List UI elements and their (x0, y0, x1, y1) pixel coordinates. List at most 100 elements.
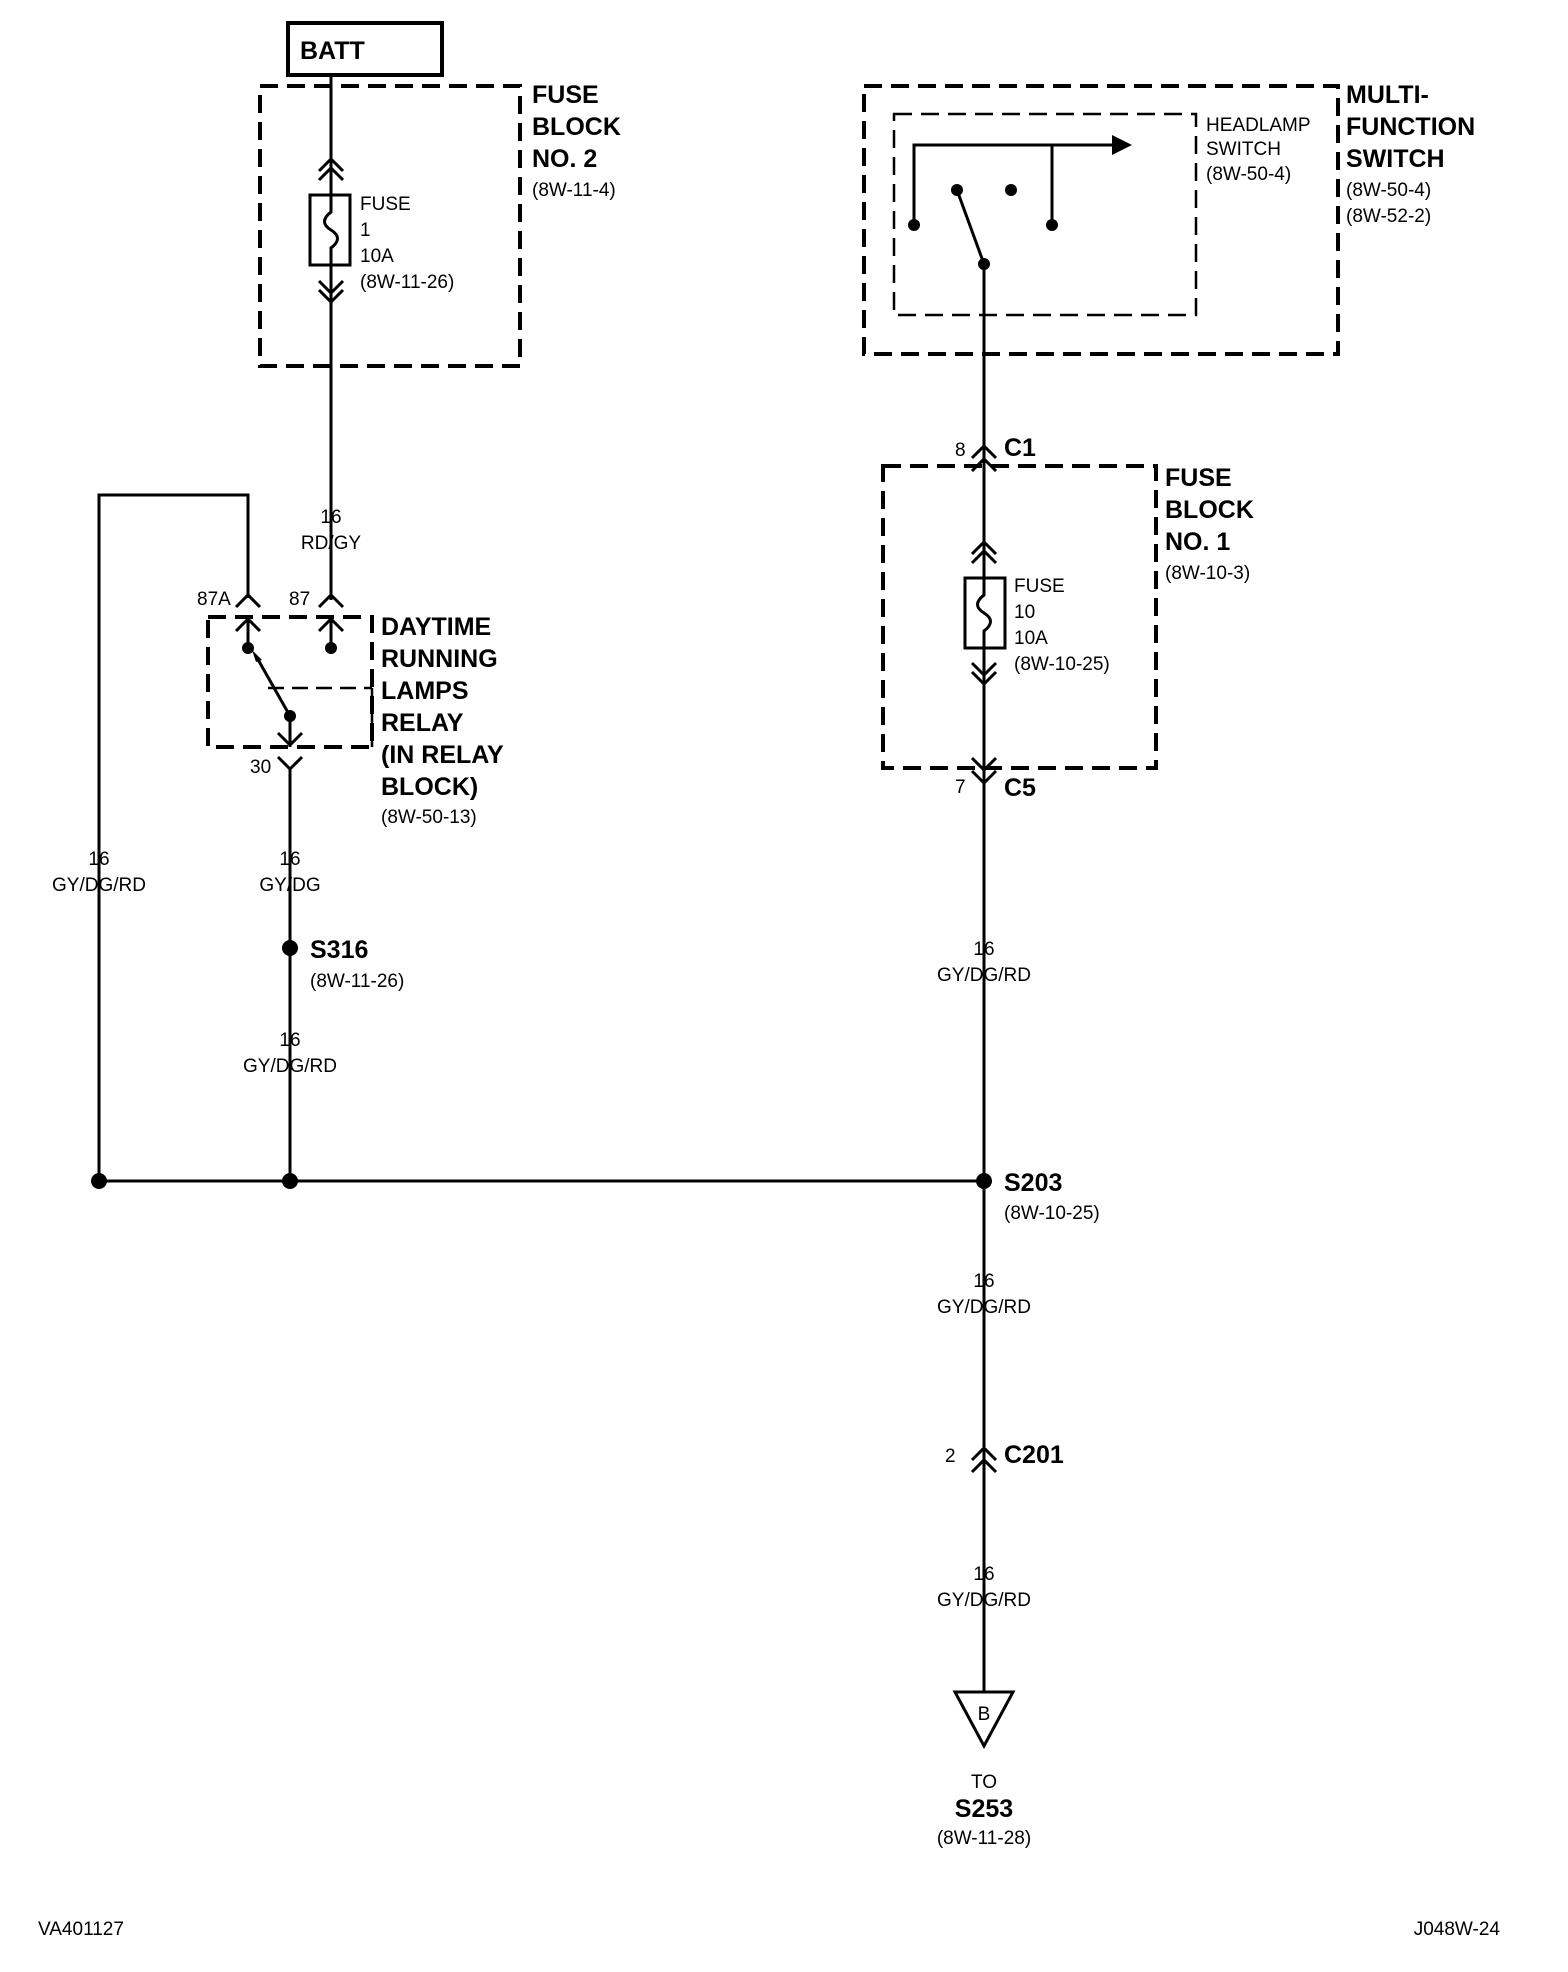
fuse-10-label: FUSE 10 10A (8W-10-25) (1014, 576, 1110, 675)
destination-label: TO S253 (8W-11-28) (937, 1772, 1031, 1849)
svg-text:C5: C5 (1004, 774, 1036, 802)
relay-pin-87a: 87A (197, 589, 231, 610)
svg-text:(8W-10-3): (8W-10-3) (1165, 563, 1250, 584)
svg-text:10A: 10A (360, 246, 394, 267)
connector-arrow-icon (317, 592, 345, 609)
connector-arrow-icon (234, 616, 262, 633)
svg-text:(8W-11-26): (8W-11-26) (360, 272, 454, 293)
svg-text:1: 1 (360, 220, 371, 241)
destination-marker: B (978, 1704, 991, 1725)
svg-text:(8W-11-4): (8W-11-4) (532, 180, 616, 201)
svg-text:RD/GY: RD/GY (301, 533, 362, 554)
svg-text:HEADLAMP: HEADLAMP (1206, 115, 1311, 136)
connector-arrow-icon (317, 279, 345, 296)
footer-left-code: VA401127 (38, 1919, 124, 1940)
svg-text:DAYTIME: DAYTIME (381, 613, 491, 641)
s203-label: S203 (8W-10-25) (1004, 1169, 1100, 1224)
headlamp-switch-label: HEADLAMP SWITCH (8W-50-4) (1206, 115, 1311, 185)
wire-s316-below-label: 16 GY/DG/RD (243, 1030, 337, 1077)
connector-arrow-icon (317, 156, 345, 173)
multi-function-switch-label: MULTI- FUNCTION SWITCH (8W-50-4) (8W-52-… (1346, 81, 1475, 227)
fuse-1-label: FUSE 1 10A (8W-11-26) (360, 194, 454, 293)
arrow-right-icon (1112, 135, 1132, 155)
wire-rd-gy-label: 16 RD/GY (301, 507, 362, 554)
svg-text:FUNCTION: FUNCTION (1346, 113, 1475, 141)
splice-s316-icon (282, 940, 298, 956)
connector-arrow-icon (276, 755, 304, 772)
splice-dot-icon (91, 1173, 107, 1189)
c201-label: 2 C201 (945, 1441, 1064, 1469)
connector-arrow-icon (970, 769, 998, 786)
svg-text:GY/DG/RD: GY/DG/RD (937, 1590, 1031, 1611)
fuse-block-2-label: FUSE BLOCK NO. 2 (8W-11-4) (532, 81, 621, 201)
svg-text:LAMPS: LAMPS (381, 677, 469, 705)
svg-text:FUSE: FUSE (1165, 464, 1232, 492)
svg-text:GY/DG/RD: GY/DG/RD (243, 1056, 337, 1077)
relay-contact-87a (242, 642, 254, 654)
svg-text:GY/DG/RD: GY/DG/RD (937, 1297, 1031, 1318)
svg-text:GY/DG: GY/DG (259, 875, 320, 896)
switch-contact (1046, 219, 1058, 231)
splice-dot-icon (282, 1173, 298, 1189)
off-page-connector-triangle-icon (952, 1690, 1016, 1750)
wire-left-label: 16 GY/DG/RD (52, 849, 146, 896)
svg-text:16: 16 (88, 849, 109, 870)
relay-switch-arm (254, 655, 292, 717)
batt-label: BATT (300, 37, 365, 65)
connector-arrow-icon (970, 1445, 998, 1462)
relay-contact-87 (325, 642, 337, 654)
switch-contact (908, 219, 920, 231)
fuse-block-1-outline (881, 464, 1158, 770)
svg-text:(8W-11-26): (8W-11-26) (310, 971, 404, 992)
svg-text:(8W-11-28): (8W-11-28) (937, 1828, 1031, 1849)
headlamp-switch-bus (912, 143, 1112, 225)
connector-arrow-icon (970, 539, 998, 556)
svg-text:2: 2 (945, 1446, 956, 1467)
c1-label: 8 C1 (955, 434, 1036, 462)
svg-text:NO. 1: NO. 1 (1165, 528, 1230, 556)
connector-arrow-icon (317, 616, 345, 633)
svg-text:10: 10 (1014, 602, 1035, 623)
svg-text:10A: 10A (1014, 628, 1048, 649)
connector-arrow-icon (317, 165, 345, 182)
svg-text:C1: C1 (1004, 434, 1036, 462)
wire-gy-dg-label: 16 GY/DG (259, 849, 320, 896)
switch-contact (1005, 184, 1017, 196)
relay-pin-30: 30 (250, 757, 271, 778)
connector-arrow-icon (970, 756, 998, 773)
svg-text:BLOCK: BLOCK (1165, 496, 1254, 524)
connector-arrow-icon (970, 548, 998, 565)
batt-box: BATT (286, 21, 444, 77)
svg-text:(IN RELAY: (IN RELAY (381, 741, 504, 769)
svg-text:(8W-50-4): (8W-50-4) (1346, 180, 1431, 201)
svg-text:MULTI-: MULTI- (1346, 81, 1429, 109)
svg-text:S316: S316 (310, 936, 368, 964)
svg-text:(8W-10-25): (8W-10-25) (1014, 654, 1110, 675)
svg-text:BLOCK: BLOCK (532, 113, 621, 141)
c5-label: 7 C5 (955, 774, 1036, 802)
svg-text:FUSE: FUSE (1014, 576, 1065, 597)
fuse-10-symbol-icon (963, 576, 1007, 650)
wire-right-upper-label: 16 GY/DG/RD (937, 939, 1031, 986)
wire-87a-loop (97, 493, 250, 1181)
svg-text:C201: C201 (1004, 1441, 1064, 1469)
svg-text:16: 16 (973, 939, 994, 960)
svg-text:7: 7 (955, 777, 966, 798)
svg-text:RELAY: RELAY (381, 709, 464, 737)
relay-pin-87: 87 (289, 589, 310, 610)
connector-arrow-icon (970, 1457, 998, 1474)
svg-text:(8W-50-13): (8W-50-13) (381, 807, 477, 828)
s316-label: S316 (8W-11-26) (310, 936, 404, 992)
wire-right-lower-label: 16 GY/DG/RD (937, 1564, 1031, 1611)
svg-text:8: 8 (955, 440, 966, 461)
splice-s203-icon (976, 1173, 992, 1189)
svg-text:16: 16 (279, 849, 300, 870)
svg-text:S203: S203 (1004, 1169, 1062, 1197)
svg-text:SWITCH: SWITCH (1206, 139, 1281, 160)
wire-right-mid-label: 16 GY/DG/RD (937, 1271, 1031, 1318)
svg-text:16: 16 (973, 1564, 994, 1585)
fuse-block-1-label: FUSE BLOCK NO. 1 (8W-10-3) (1165, 464, 1254, 584)
svg-text:GY/DG/RD: GY/DG/RD (937, 965, 1031, 986)
connector-arrow-icon (276, 731, 304, 748)
